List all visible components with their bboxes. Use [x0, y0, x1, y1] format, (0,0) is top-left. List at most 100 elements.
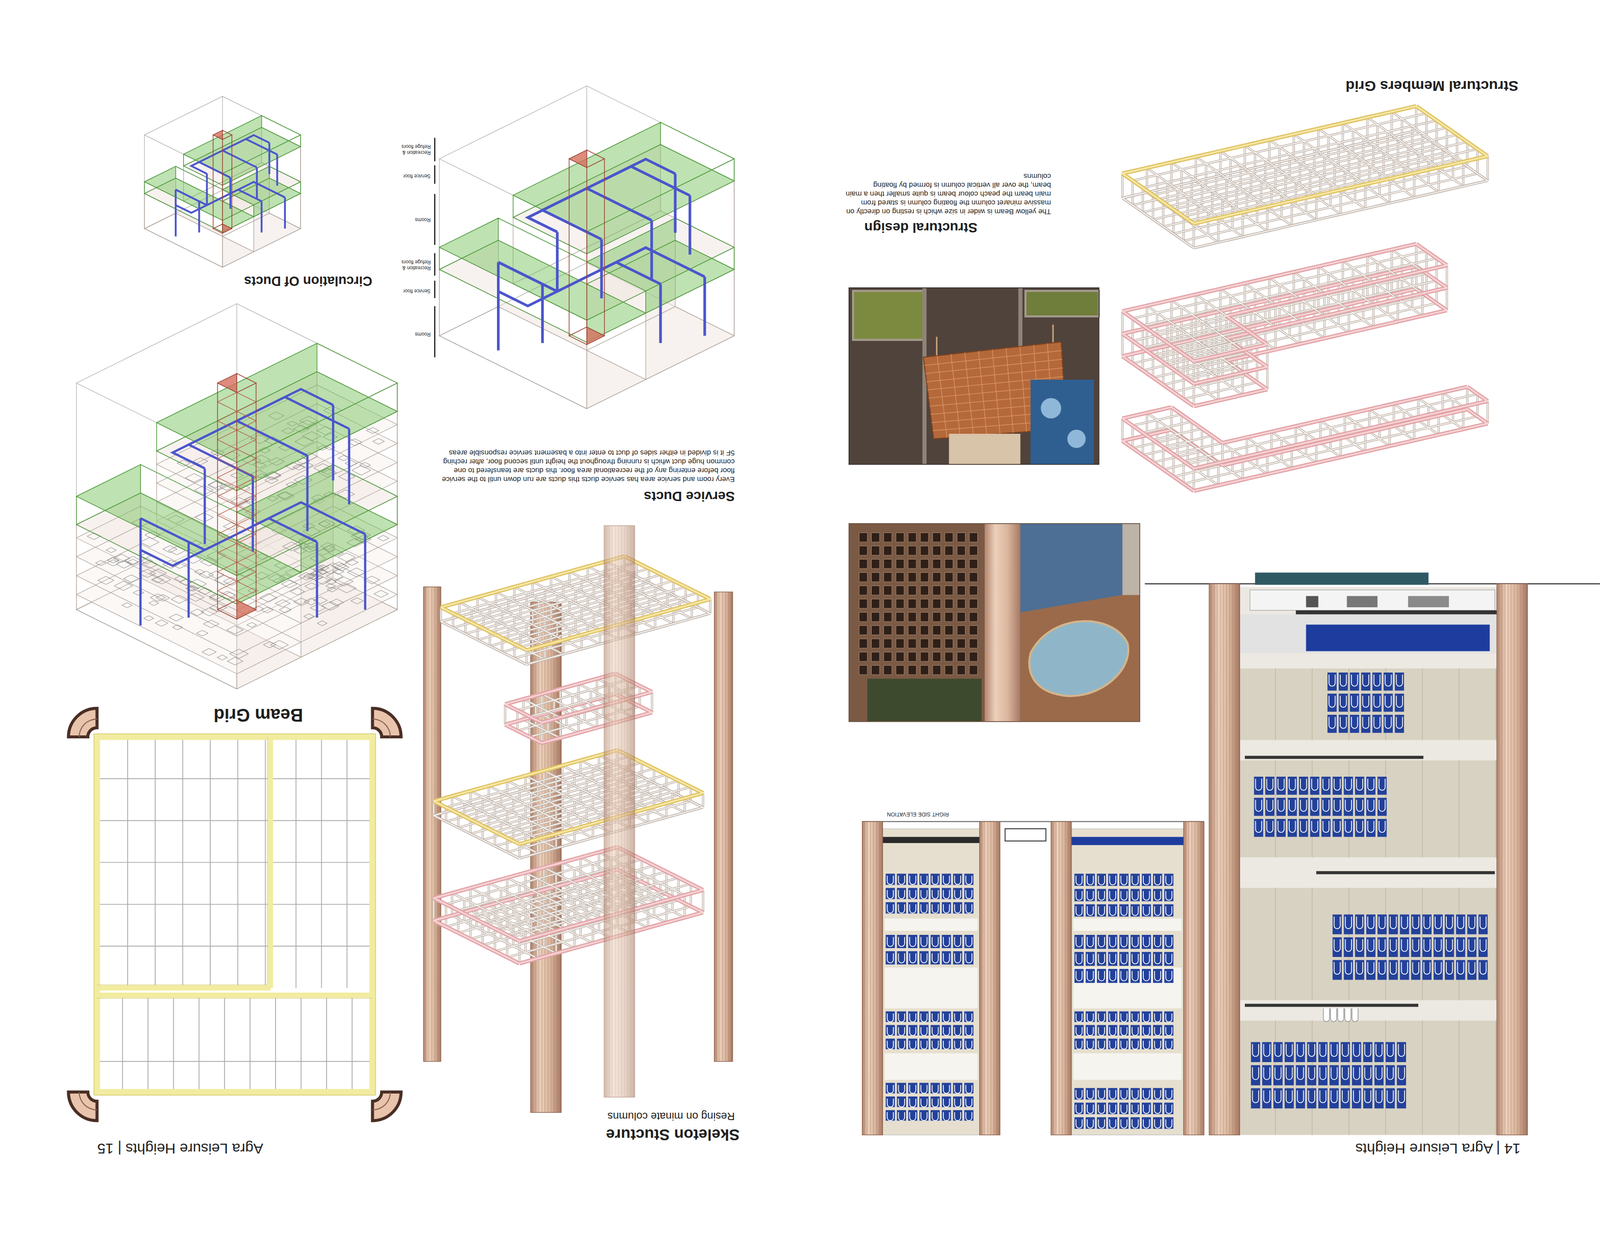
- beam-grid-frame: [441, 555, 711, 664]
- building-block: [1071, 828, 1185, 1135]
- secondary-beam: [1132, 392, 1478, 463]
- floor-label: Recreation & Refuge floors: [396, 143, 431, 156]
- balcony-outline: [887, 936, 972, 963]
- room-windows: [885, 873, 974, 913]
- floor-bracket: [434, 137, 436, 358]
- skeleton-structure: [423, 525, 733, 1113]
- column-body: [530, 602, 562, 1113]
- minaret-column-ring: [372, 718, 391, 737]
- floor-label: Rooms: [414, 216, 431, 223]
- render-lawn: [1025, 290, 1100, 317]
- elevation-top-line: [862, 821, 1205, 823]
- column-body: [1183, 821, 1205, 1135]
- column-fluting: [1052, 821, 1069, 1135]
- render-lawn: [853, 290, 925, 340]
- room-block: [1239, 668, 1497, 740]
- room-windows: [885, 1082, 974, 1121]
- pool-band: [1305, 624, 1490, 651]
- main-beam-core: [1122, 386, 1489, 469]
- render-sky: [1020, 523, 1140, 722]
- floating-column-core: [433, 749, 703, 858]
- plan-grid-lines: [97, 736, 373, 1092]
- main-duct-shaft: [217, 373, 257, 619]
- room-windows: [1327, 672, 1405, 733]
- floating-column-core: [1122, 244, 1448, 407]
- column-outline: [1496, 583, 1528, 1135]
- minaret-column-plan: [68, 708, 97, 737]
- minaret-column: [1050, 821, 1072, 1135]
- column-outline: [604, 525, 635, 1097]
- column-body: [979, 821, 1001, 1135]
- room-windows: [1074, 873, 1174, 916]
- beam-grid-frame: [1122, 106, 1489, 249]
- figure-title: RIGHT SIDE ELEVATION: [886, 810, 949, 818]
- main-beam-inner: [97, 736, 373, 995]
- floating-column: [1122, 106, 1489, 249]
- column-fluting: [1498, 583, 1527, 1135]
- column-body: [714, 591, 733, 1062]
- body-text: The yellow Beam is wider in size which i…: [844, 171, 1051, 217]
- main-beam: [1122, 409, 1489, 491]
- figure-title: Beam Grid: [213, 704, 304, 726]
- floating-column: [1122, 386, 1489, 491]
- main-beam: [1122, 106, 1489, 224]
- figure-body: Resing on minate columns: [607, 1109, 735, 1123]
- main-beam: [1122, 386, 1489, 469]
- column-body: [862, 821, 883, 1135]
- room-windows: [885, 1011, 974, 1049]
- render-frame: [849, 287, 1100, 465]
- right-side-elevation: [862, 821, 1205, 1135]
- top-band: [882, 836, 980, 843]
- main-duct-shaft: [213, 130, 232, 233]
- render-column: [984, 523, 1021, 722]
- panel-joints: [1275, 668, 1496, 740]
- basement-box: [1305, 595, 1319, 607]
- floating-column: [433, 846, 703, 964]
- render-greenery: [867, 678, 982, 722]
- balcony-outline: [887, 1084, 972, 1121]
- main-beam-core: [433, 749, 703, 844]
- top-band: [1071, 836, 1185, 846]
- recreation-band: [884, 967, 978, 1009]
- shaft-segments: [217, 392, 257, 601]
- figure-body: Every room and service area has service …: [440, 448, 735, 484]
- duct-isometric: [144, 96, 301, 268]
- secondary-beam-core: [1132, 392, 1478, 463]
- balcony-outline: [1252, 1043, 1405, 1103]
- room-windows: [1074, 934, 1174, 983]
- beam-grid-frame: [433, 749, 703, 858]
- service-floor-line: [1244, 757, 1495, 1006]
- minaret-column: [979, 821, 1001, 1135]
- recreation-band: [1073, 918, 1182, 931]
- main-beam: [433, 846, 703, 941]
- balcony-outline: [887, 875, 972, 913]
- front-elevation: [1144, 572, 1600, 1135]
- building-ground: [1239, 586, 1497, 1135]
- main-beam: [433, 749, 703, 844]
- minaret-column: [1496, 583, 1528, 1135]
- pipe-highlight: [1040, 397, 1062, 419]
- structural-members-grid: [1122, 106, 1489, 491]
- render-ground: [849, 523, 1140, 722]
- main-beam: [1122, 244, 1448, 362]
- column-fluting: [1211, 583, 1239, 1135]
- main-beam-core: [433, 846, 703, 941]
- elevation-panel: RIGHT SIDE ELEVATION: [856, 800, 1210, 1138]
- figure-panel: Beam Grid: [66, 702, 404, 1113]
- duct-isometric: [76, 303, 398, 689]
- beam-grid-plan: [68, 708, 401, 1121]
- column-outline: [1209, 583, 1240, 1135]
- render-pool: [1029, 620, 1129, 696]
- minaret-column-ring: [78, 718, 97, 737]
- figure-title: Structural Members Grid: [1345, 77, 1519, 95]
- room-block: [1239, 760, 1497, 857]
- minaret-column-ring: [78, 1091, 97, 1110]
- floating-column: [1122, 244, 1448, 407]
- floating-column: [433, 749, 703, 858]
- minaret-column: [530, 602, 562, 1113]
- column-body: [604, 525, 635, 1097]
- floor-label: Recreation & Refuge floors: [396, 258, 431, 271]
- basement-band: [1249, 589, 1495, 611]
- main-beam-core: [441, 555, 711, 650]
